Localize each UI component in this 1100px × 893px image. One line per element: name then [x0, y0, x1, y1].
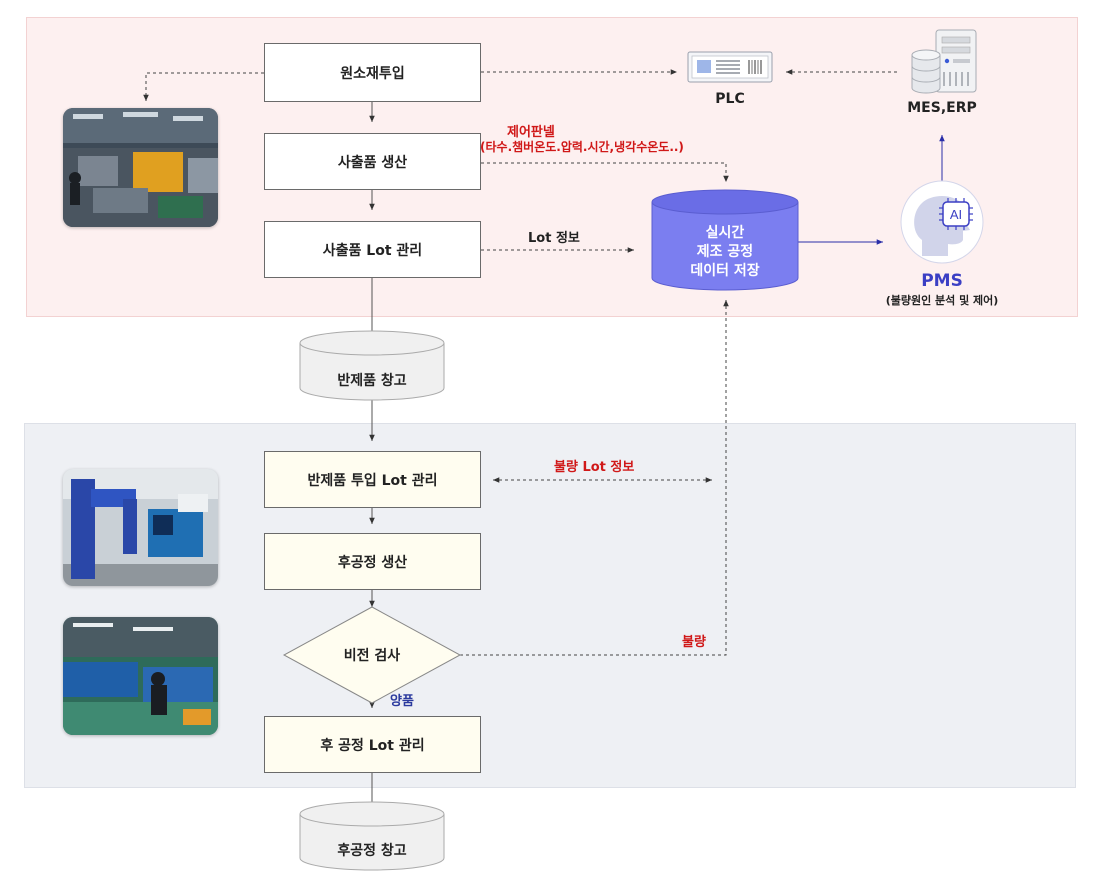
good-label: 양품 — [390, 694, 414, 709]
realtime-database-cylinder — [651, 189, 799, 291]
defect-label: 불량 — [682, 635, 706, 650]
database-label: 실시간 제조 공정 데이터 저장 — [652, 224, 798, 281]
inspection-line-photo — [63, 617, 218, 735]
semi-warehouse-label: 반제품 창고 — [337, 373, 407, 389]
database-icon — [911, 49, 941, 94]
raw-to-photo-arrow — [143, 72, 264, 101]
production-to-db-arrow — [481, 162, 729, 182]
mes-erp-label: MES,ERP — [907, 100, 977, 116]
factory-floor-photo — [63, 108, 218, 227]
ai-head-icon: AI — [900, 180, 984, 264]
semi-warehouse-cylinder — [299, 330, 445, 401]
defect-lot-info-label: 불량 Lot 정보 — [554, 460, 635, 475]
control-panel-detail: (타수.챔버온도.압력.시간,냉각수온도..) — [480, 140, 684, 154]
semi-product-lot-input-step: 반제품 투입 Lot 관리 — [264, 451, 481, 508]
database-label-line3: 데이터 저장 — [690, 263, 760, 279]
database-label-line1: 실시간 — [705, 225, 745, 241]
server-icon — [935, 29, 977, 93]
post-warehouse-label: 후공정 창고 — [337, 843, 407, 859]
pms-description: (불량원인 분석 및 제어) — [885, 294, 999, 307]
injection-lot-step: 사출품 Lot 관리 — [264, 221, 481, 278]
vision-inspection-diamond — [282, 606, 462, 704]
defect-to-db-arrow — [460, 300, 729, 656]
vision-inspection-label: 비전 검사 — [343, 648, 401, 664]
ai-badge-text: AI — [950, 207, 962, 222]
post-process-lot-step: 후 공정 Lot 관리 — [264, 716, 481, 773]
raw-material-input-step: 원소재투입 — [264, 43, 481, 102]
pms-label: PMS — [921, 271, 963, 291]
post-warehouse-cylinder — [299, 801, 445, 871]
control-panel-label: 제어판넬 — [507, 125, 555, 140]
plc-device-icon — [687, 51, 773, 83]
robot-arm-photo — [63, 469, 218, 586]
plc-label: PLC — [715, 91, 745, 107]
injection-production-step: 사출품 생산 — [264, 133, 481, 190]
post-process-production-step: 후공정 생산 — [264, 533, 481, 590]
database-label-line2: 제조 공정 — [696, 244, 754, 260]
lot-info-label: Lot 정보 — [528, 231, 580, 246]
